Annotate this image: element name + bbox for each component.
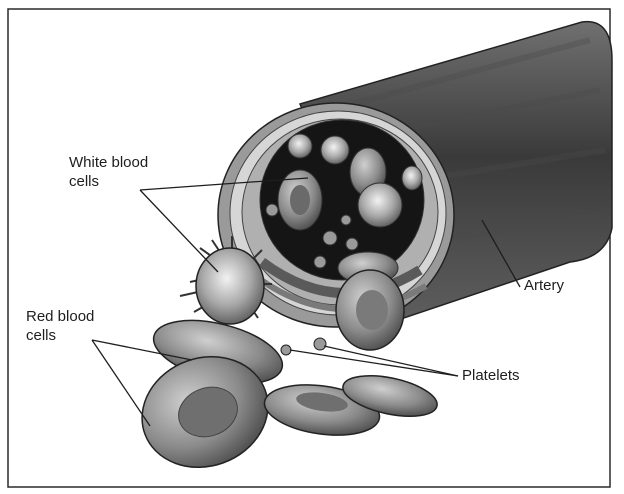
platelet — [341, 215, 351, 225]
platelet — [281, 345, 291, 355]
white-blood-cell — [288, 134, 312, 158]
red-blood-cell-center — [356, 290, 388, 330]
platelet — [314, 256, 326, 268]
white-blood-cell — [321, 136, 349, 164]
platelet — [314, 338, 326, 350]
platelet — [346, 238, 358, 250]
white-blood-cell — [358, 183, 402, 227]
label-platelets: Platelets — [462, 366, 562, 385]
platelet — [323, 231, 337, 245]
label-red-blood-cells: Red blood cells — [26, 307, 146, 345]
label-artery: Artery — [524, 276, 604, 295]
white-blood-cell — [402, 166, 422, 190]
platelet — [266, 204, 278, 216]
label-white-blood-cells: White blood cells — [69, 153, 189, 191]
red-blood-cell-center — [290, 185, 310, 215]
